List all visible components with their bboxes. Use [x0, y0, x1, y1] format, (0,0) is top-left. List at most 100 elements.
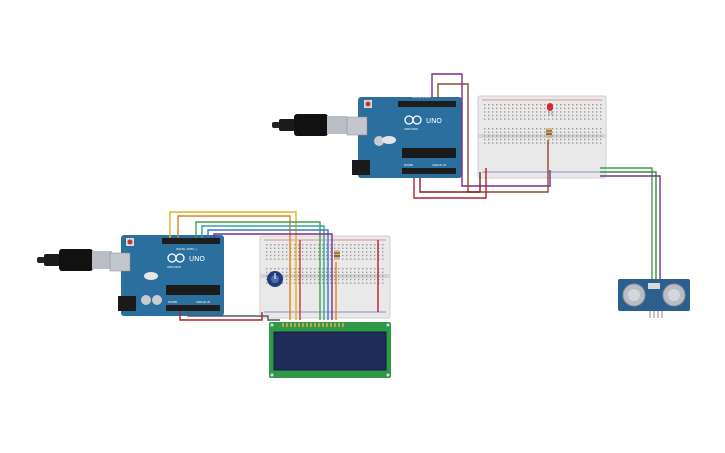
- breadboard-hole: [484, 135, 486, 137]
- breadboard-hole: [576, 138, 578, 141]
- breadboard-hole: [576, 128, 578, 130]
- resistor-bottom[interactable]: [334, 250, 340, 260]
- wire-purple-sensor[interactable]: [600, 175, 661, 280]
- ultrasonic-sensor[interactable]: [618, 279, 690, 318]
- breadboard-hole: [592, 142, 594, 144]
- breadboard-hole: [504, 142, 506, 144]
- breadboard-hole: [580, 131, 582, 133]
- breadboard-hole: [532, 104, 534, 106]
- breadboard-hole: [580, 107, 582, 109]
- breadboard-hole: [592, 111, 594, 113]
- breadboard-hole: [358, 275, 360, 277]
- arduino-uno-top[interactable]: UNO ARDUINO DIGITAL (PWM~) POWER ANALOG …: [346, 95, 462, 178]
- breadboard-hole: [306, 275, 308, 277]
- breadboard-hole: [528, 111, 530, 113]
- lcd-16x2[interactable]: [269, 322, 391, 378]
- wire-purple-1[interactable]: [213, 233, 333, 320]
- usb-cable-bottom[interactable]: [37, 249, 112, 271]
- breadboard-hole: [560, 118, 562, 120]
- breadboard-hole: [496, 114, 498, 117]
- breadboard-hole: [358, 271, 360, 273]
- breadboard-hole: [576, 118, 578, 120]
- breadboard-hole: [544, 142, 546, 144]
- breadboard-hole: [378, 251, 380, 253]
- wire-green-sensor-1[interactable]: [600, 167, 653, 280]
- breadboard-hole: [342, 244, 344, 246]
- breadboard-hole: [366, 278, 368, 281]
- breadboard-hole: [326, 278, 328, 281]
- wire-green-sensor-2[interactable]: [600, 171, 657, 280]
- breadboard-hole: [520, 142, 522, 144]
- breadboard-hole: [274, 247, 276, 249]
- breadboard-bottom[interactable]: [259, 235, 391, 319]
- breadboard-hole: [330, 282, 332, 284]
- breadboard-hole: [374, 282, 376, 284]
- wire-gray-bottom[interactable]: [187, 311, 280, 321]
- wire-purple-top[interactable]: [431, 73, 551, 187]
- breadboard-hole: [298, 254, 300, 257]
- breadboard-hole: [354, 282, 356, 284]
- breadboard-hole: [374, 268, 376, 270]
- breadboard-hole: [580, 138, 582, 141]
- wire-teal-1[interactable]: [201, 225, 325, 320]
- breadboard-hole: [508, 111, 510, 113]
- breadboard-hole: [568, 118, 570, 120]
- breadboard-hole: [294, 278, 296, 281]
- breadboard-hole: [362, 254, 364, 257]
- breadboard-hole: [266, 275, 268, 277]
- breadboard-hole: [512, 138, 514, 141]
- breadboard-hole: [374, 254, 376, 257]
- breadboard-hole: [326, 247, 328, 249]
- breadboard-hole: [564, 142, 566, 144]
- breadboard-hole: [338, 271, 340, 273]
- breadboard-hole: [600, 131, 602, 133]
- breadboard-hole: [512, 142, 514, 144]
- breadboard-hole: [326, 282, 328, 284]
- breadboard-hole: [374, 278, 376, 281]
- breadboard-hole: [286, 247, 288, 249]
- wire-darkred-top[interactable]: [419, 172, 481, 193]
- breadboard-hole: [556, 107, 558, 109]
- breadboard-hole: [568, 131, 570, 133]
- breadboard-hole: [536, 114, 538, 117]
- red-led[interactable]: [547, 103, 553, 116]
- breadboard-hole: [338, 282, 340, 284]
- breadboard-hole: [508, 114, 510, 117]
- breadboard-hole: [286, 278, 288, 281]
- wire-red-top[interactable]: [413, 168, 487, 199]
- arduino-uno-bottom[interactable]: UNO ARDUINO DIGITAL (PWM~) POWER ANALOG …: [109, 235, 224, 316]
- breadboard-hole: [382, 268, 384, 270]
- breadboard-hole: [528, 107, 530, 109]
- usb-cable-top[interactable]: [272, 114, 347, 136]
- breadboard-hole: [382, 254, 384, 257]
- breadboard-hole: [584, 142, 586, 144]
- breadboard-hole: [564, 131, 566, 133]
- resistor-top[interactable]: [546, 128, 552, 138]
- breadboard-hole: [318, 251, 320, 253]
- breadboard-hole: [576, 111, 578, 113]
- breadboard-hole: [516, 118, 518, 120]
- wire-green-1[interactable]: [195, 221, 321, 320]
- breadboard-hole: [572, 128, 574, 130]
- breadboard-hole: [488, 128, 490, 130]
- breadboard-top[interactable]: [477, 95, 607, 179]
- breadboard-hole: [496, 111, 498, 113]
- lcd-pin: [282, 323, 284, 327]
- breadboard-hole: [334, 282, 336, 284]
- breadboard-hole: [564, 138, 566, 141]
- breadboard-hole: [600, 111, 602, 113]
- breadboard-hole: [298, 282, 300, 284]
- wire-brown-top[interactable]: [437, 83, 549, 193]
- breadboard-hole: [270, 247, 272, 249]
- wire-blue-1[interactable]: [207, 229, 329, 320]
- lcd-pin: [338, 323, 340, 327]
- wire-orange-1[interactable]: [177, 215, 291, 320]
- wire-yellow-1[interactable]: [169, 211, 297, 320]
- breadboard-hole: [294, 247, 296, 249]
- potentiometer[interactable]: [267, 271, 283, 287]
- breadboard-hole: [310, 254, 312, 257]
- breadboard-hole: [330, 254, 332, 257]
- breadboard-hole: [266, 254, 268, 257]
- breadboard-hole: [524, 107, 526, 109]
- breadboard-hole: [500, 128, 502, 130]
